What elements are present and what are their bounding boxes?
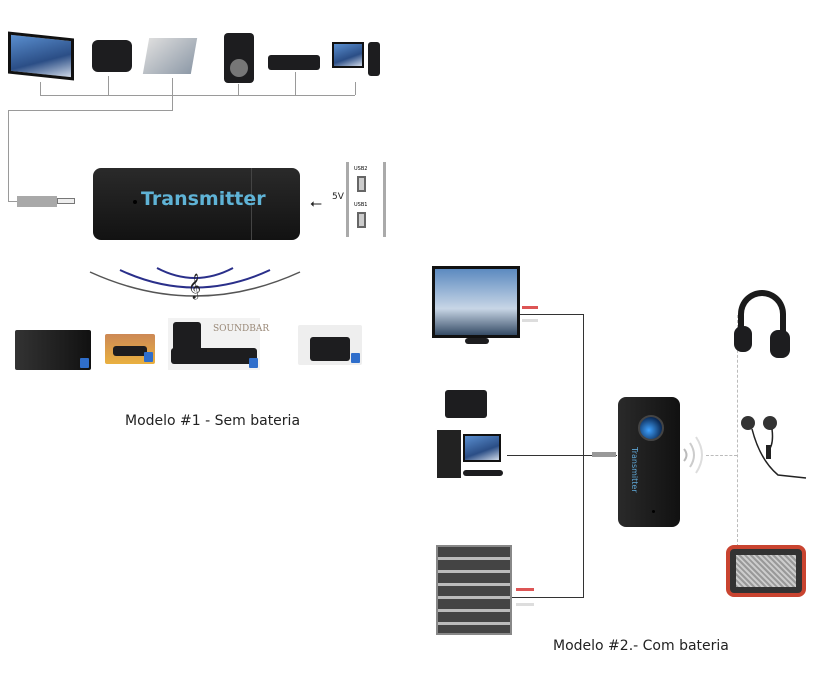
- rca-plug-icon: [522, 306, 538, 322]
- usb-port: [357, 176, 366, 192]
- desktop-computer-icon: [332, 42, 380, 80]
- tv-icon: [432, 266, 520, 338]
- usb-voltage-label: 5V: [332, 192, 344, 202]
- headphones-icon: [15, 330, 91, 370]
- ipod-icon: [224, 33, 254, 83]
- media-box-icon: [92, 40, 132, 72]
- usb-ports-panel: USB2 USB1: [346, 162, 386, 237]
- rca-plug-icon: [516, 588, 534, 606]
- usb-symbol-icon: ⭠: [310, 194, 323, 212]
- model2-caption: Modelo #2.- Com bateria: [553, 638, 729, 654]
- audio-jack-icon: [592, 452, 616, 457]
- transmitter-label: Transmitter: [630, 447, 639, 493]
- portable-speaker-icon: [105, 334, 155, 364]
- music-note-icon: 𝄞: [188, 273, 201, 299]
- model1-caption: Modelo #1 - Sem bateria: [125, 413, 301, 429]
- portable-speaker-icon: [726, 545, 806, 597]
- transmitter-usb-dongle: Transmitter: [93, 168, 300, 240]
- tv-icon: [8, 31, 74, 81]
- desktop-computer-icon: [437, 390, 507, 480]
- soundbar-system-icon: SOUNDBAR: [168, 318, 269, 370]
- wireless-waves-icon: 𝄞: [89, 267, 301, 299]
- headphones-icon: [734, 290, 790, 360]
- earphones-icon: [741, 416, 807, 479]
- transmitter-label: Transmitter: [141, 188, 266, 210]
- power-button: [638, 415, 664, 441]
- transmitter-battery-device: Transmitter: [618, 397, 680, 527]
- laptop-icon: [142, 38, 198, 74]
- dvd-player-icon: [268, 55, 320, 70]
- mini-hifi-icon: [298, 325, 362, 365]
- audio-jack-icon: [17, 196, 57, 207]
- wireless-waves-icon: [683, 436, 703, 474]
- usb-port: [357, 212, 366, 228]
- amplifier-rack-icon: [436, 545, 512, 635]
